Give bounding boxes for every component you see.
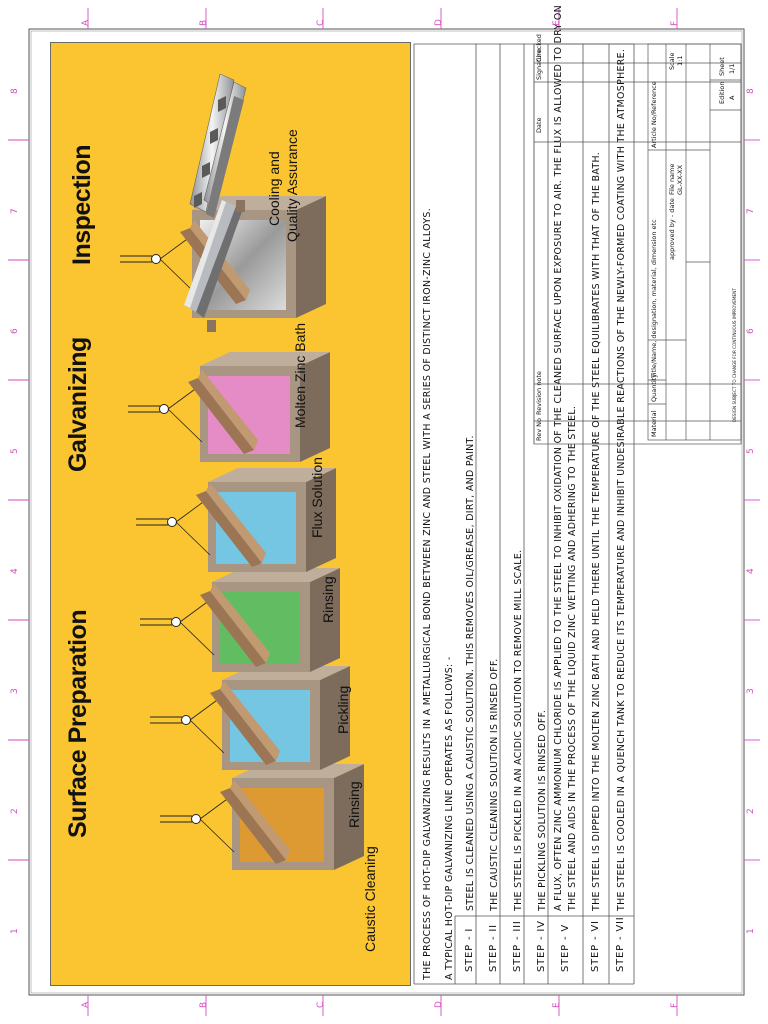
cooling-steel-stack [189,73,247,218]
zone-letter-bottom-D: D [434,1001,444,1008]
zone-number-right-2: 2 [746,808,756,814]
zone-number-left-5: 5 [10,448,20,454]
zone-number-left-4: 4 [10,568,20,574]
zone-number-left-8: 8 [10,88,20,94]
zone-number-left-2: 2 [10,808,20,814]
title-file-name: File name [668,163,676,195]
hoist-5 [128,370,258,454]
zone-tick-marks [8,8,760,1016]
zone-number-left-3: 3 [10,688,20,694]
zone-letter-bottom-E: E [552,1002,562,1008]
tank-5 [200,352,330,462]
title-sheet-value: 1/1 [728,63,736,74]
zone-letter-top-F: F [670,20,680,26]
zone-letter-top-B: B [199,19,209,26]
inspection-tray [184,200,245,332]
zone-number-right-8: 8 [746,88,756,94]
zone-number-right-3: 3 [746,688,756,694]
title-file-value: GL-XX-XX [676,164,684,195]
zone-number-right-5: 5 [746,448,756,454]
zone-letter-bottom-C: C [316,1001,326,1008]
steel-beam-4 [196,491,262,567]
zone-letter-top-D: D [434,19,444,26]
zone-letter-top-C: C [316,19,326,26]
title-edition: Edition [718,81,726,105]
steel-beam-5 [188,378,254,454]
zone-letter-bottom-B: B [199,1001,209,1008]
zone-number-left-6: 6 [10,328,20,334]
zone-number-right-1: 1 [746,928,756,934]
title-approved: approved by - date [668,198,676,260]
zone-letter-top-A: A [81,19,91,26]
steel-beam-2 [210,689,276,765]
zone-number-left-1: 1 [10,928,20,934]
title-quantity: Quantity [650,373,658,402]
zone-letter-bottom-A: A [81,1001,91,1008]
zone-number-right-4: 4 [746,568,756,574]
hoist-1 [160,780,290,864]
title-name-header: Title/Name, designation, material, dimen… [650,219,658,378]
title-scale: Scale [668,52,676,71]
hoist-3 [140,583,270,667]
tank-liquid-5 [208,376,290,454]
title-material: Material [650,410,658,437]
inner-border [30,30,743,994]
zone-number-right-6: 6 [746,328,756,334]
zone-letter-top-E: E [552,20,562,26]
hoist-4 [136,483,266,567]
title-article-header: Article No/Reference [650,81,658,148]
title-disclaimer: DESIGN SUBJECT TO CHANGE FOR CONTINUOUS … [732,288,737,422]
zone-number-left-7: 7 [10,208,20,214]
title-edition-value: A [728,95,736,100]
outer-border [28,28,745,996]
hoist-2 [150,681,280,765]
steel-beam-1 [220,788,286,864]
title-scale-value: 1:1 [676,55,684,66]
zone-letter-bottom-F: F [670,1002,680,1008]
tank-3 [212,568,340,672]
title-sheet: Sheet [718,57,726,76]
steel-beam-3 [200,591,266,667]
zone-number-right-7: 7 [746,208,756,214]
